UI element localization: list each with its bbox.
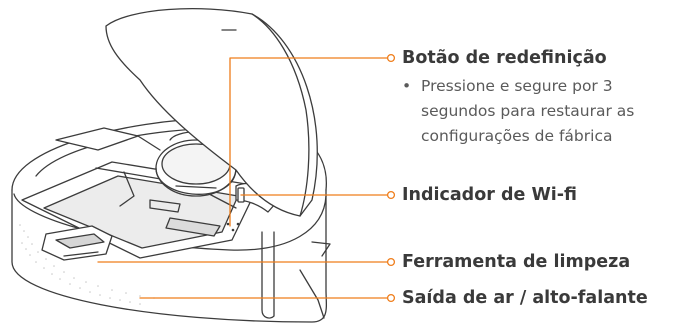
reset-desc-line-2: segundos para restaurar as bbox=[421, 102, 635, 120]
endpoint-reset-button bbox=[386, 53, 396, 63]
endpoint-cleaning-tool bbox=[386, 257, 396, 267]
leader-endpoints bbox=[386, 53, 396, 303]
callout-cleaning-tool-title: Ferramenta de limpeza bbox=[402, 252, 631, 272]
air-outlet-grille bbox=[19, 224, 155, 305]
cleaning-tool bbox=[41, 225, 113, 261]
endpoint-wifi-indicator bbox=[386, 190, 396, 200]
reset-button-mark bbox=[226, 222, 240, 232]
leader-reset-button bbox=[229, 57, 388, 227]
bullet-marker: • bbox=[402, 77, 412, 95]
leader-lines bbox=[97, 57, 388, 299]
callout-air-outlet-title: Saída de ar / alto-falante bbox=[402, 288, 648, 308]
open-lid bbox=[105, 8, 318, 217]
endpoint-air-outlet bbox=[386, 293, 396, 303]
callout-reset-button-title: Botão de redefinição bbox=[402, 48, 607, 68]
reset-desc-line-1: Pressione e segure por 3 bbox=[421, 77, 613, 95]
reset-desc-line-3: configurações de fábrica bbox=[421, 127, 613, 145]
callout-wifi-indicator-title: Indicador de Wi-fi bbox=[402, 185, 577, 205]
callout-reset-button-desc: • Pressione e segure por 3 segundos para… bbox=[402, 74, 635, 149]
